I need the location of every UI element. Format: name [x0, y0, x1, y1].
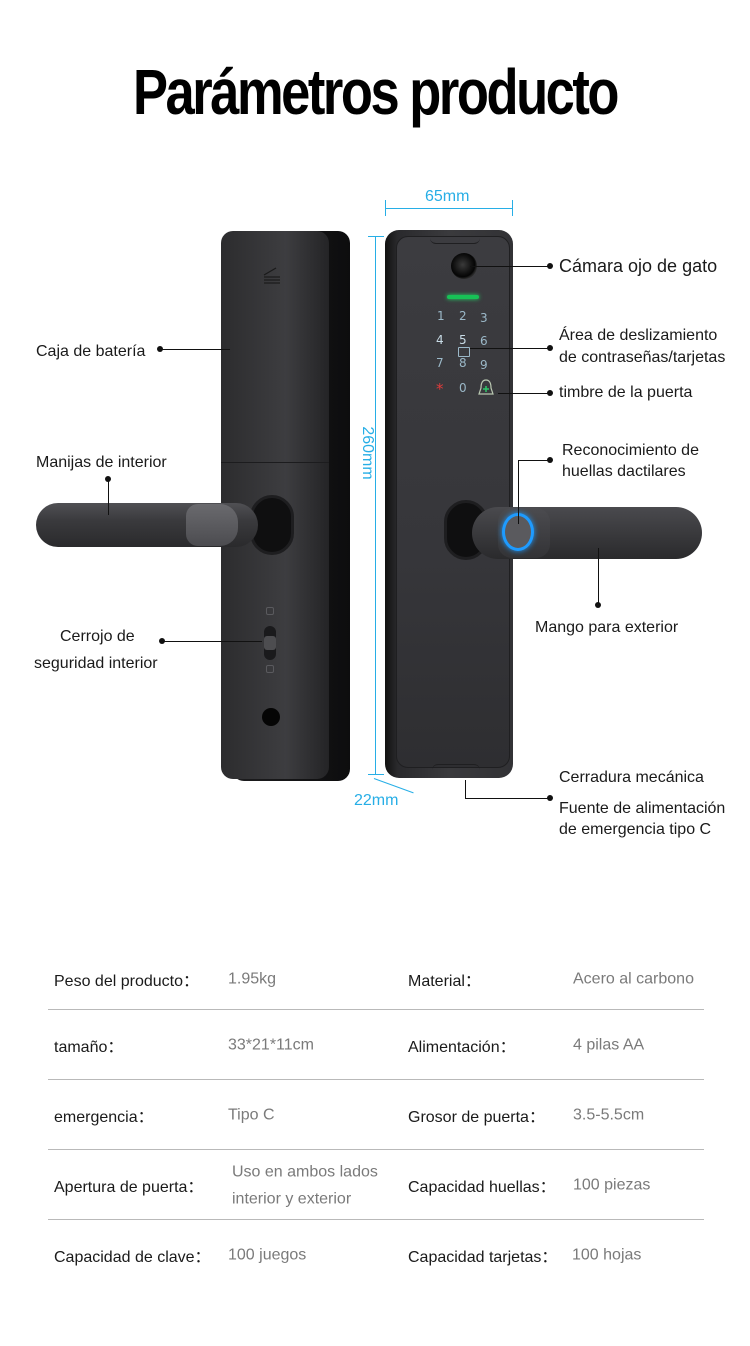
height-label: 260mm: [359, 426, 376, 480]
callout-leader: [162, 641, 262, 642]
callout-dot: [595, 602, 601, 608]
inner-lock-thumb: [264, 636, 276, 650]
spec-value-line1: Uso en ambos lados: [232, 1163, 378, 1181]
callout-swipe-line2: de contraseñas/tarjetas: [559, 349, 726, 366]
callout-outer-handle: Mango para exterior: [535, 619, 679, 636]
status-led: [447, 295, 479, 299]
spec-value: 33*21*11cm: [228, 1036, 314, 1053]
spec-key: Grosor de puerta：: [408, 1108, 545, 1126]
spec-value: 3.5-5.5cm: [573, 1106, 645, 1123]
callout-leader: [470, 348, 550, 349]
spec-key: Capacidad de clave：: [54, 1249, 211, 1266]
spec-key: tamaño：: [54, 1038, 124, 1056]
callout-fingerprint-line2: huellas dactilares: [562, 463, 686, 480]
callout-leader: [465, 780, 466, 798]
callout-doorbell: timbre de la puerta: [559, 384, 693, 401]
callout-emergency-line2: de emergencia tipo C: [559, 821, 712, 838]
battery-cover-seam: [221, 462, 329, 463]
callout-inner-handle: Manijas de interior: [36, 454, 167, 471]
callout-dot: [547, 345, 553, 351]
doorbell-icon: [478, 378, 494, 398]
callout-fingerprint-line1: Reconocimiento de: [562, 442, 699, 459]
spec-value-line2: interior y exterior: [232, 1190, 352, 1208]
spec-key: Material：: [408, 972, 481, 990]
callout-swipe-line1: Área de deslizamiento: [559, 327, 718, 344]
spec-row: Capacidad de clave： 100 juegos Capacidad…: [48, 1220, 704, 1290]
spec-row: Apertura de puerta： Uso en ambos lados i…: [48, 1150, 704, 1220]
key-3: 3: [480, 311, 488, 325]
key-7: 7: [436, 356, 444, 370]
callout-leader: [518, 460, 550, 461]
key-star: *: [436, 380, 444, 398]
inner-rose: [250, 495, 294, 555]
card-swipe-icon: [458, 347, 470, 357]
callout-leader: [498, 393, 550, 394]
unlock-icon: [266, 665, 274, 673]
key-4: 4: [436, 333, 444, 347]
callout-leader: [465, 798, 550, 799]
callout-leader: [470, 266, 550, 267]
page-title: Parámetros producto: [132, 56, 619, 128]
callout-leader: [108, 479, 109, 515]
spec-value: 100 piezas: [573, 1176, 651, 1193]
spec-table: Peso del producto： 1.95kg Material： Acer…: [48, 948, 704, 1290]
depth-label: 22mm: [354, 792, 399, 809]
spec-value: 4 pilas AA: [573, 1036, 645, 1053]
spec-row: tamaño： 33*21*11cm Alimentación： 4 pilas…: [48, 1010, 704, 1080]
spec-key: Capacidad tarjetas：: [408, 1249, 558, 1266]
callout-leader: [518, 460, 519, 524]
bottom-notch: [432, 764, 480, 770]
width-label: 65mm: [425, 188, 470, 205]
keyhole: [262, 708, 280, 726]
callout-mechanical-lock: Cerradura mecánica: [559, 769, 704, 786]
spec-key: Apertura de puerta：: [54, 1178, 204, 1196]
key-1: 1: [437, 309, 445, 323]
key-8: 8: [459, 356, 467, 370]
key-6: 6: [480, 334, 488, 348]
lock-icon: [266, 607, 274, 615]
spec-value: Tipo C: [228, 1106, 275, 1123]
spec-value: 1.95kg: [228, 970, 277, 987]
spec-key: Alimentación：: [408, 1038, 516, 1056]
callout-dot: [547, 795, 553, 801]
slide-marker-icon: [262, 265, 284, 287]
callout-dot: [547, 390, 553, 396]
callout-battery-box: Caja de batería: [36, 343, 146, 360]
callout-leader: [160, 349, 230, 350]
callout-camera: Cámara ojo de gato: [559, 256, 718, 276]
inner-handle-cap: [186, 504, 238, 546]
spec-value: 100 juegos: [228, 1246, 307, 1264]
callout-dot: [547, 263, 553, 269]
key-2: 2: [459, 309, 467, 323]
top-notch: [430, 236, 480, 244]
spec-row: emergencia： Tipo C Grosor de puerta： 3.5…: [48, 1080, 704, 1150]
key-9: 9: [480, 358, 488, 372]
spec-row: Peso del producto： 1.95kg Material： Acer…: [48, 948, 704, 1010]
outer-lock-face: [396, 236, 510, 768]
key-0: 0: [459, 381, 467, 395]
callout-emergency-line1: Fuente de alimentación: [559, 800, 726, 817]
spec-value: Acero al carbono: [573, 970, 694, 987]
callout-dot: [547, 457, 553, 463]
callout-inner-lock-line1: Cerrojo de: [60, 628, 135, 645]
spec-key: Capacidad huellas：: [408, 1178, 556, 1196]
callout-inner-lock-line2: seguridad interior: [34, 655, 158, 672]
spec-key: Peso del producto：: [54, 972, 199, 990]
spec-value: 100 hojas: [572, 1246, 642, 1264]
callout-leader: [598, 548, 599, 604]
spec-key: emergencia：: [54, 1108, 154, 1126]
key-5: 5: [459, 333, 467, 347]
